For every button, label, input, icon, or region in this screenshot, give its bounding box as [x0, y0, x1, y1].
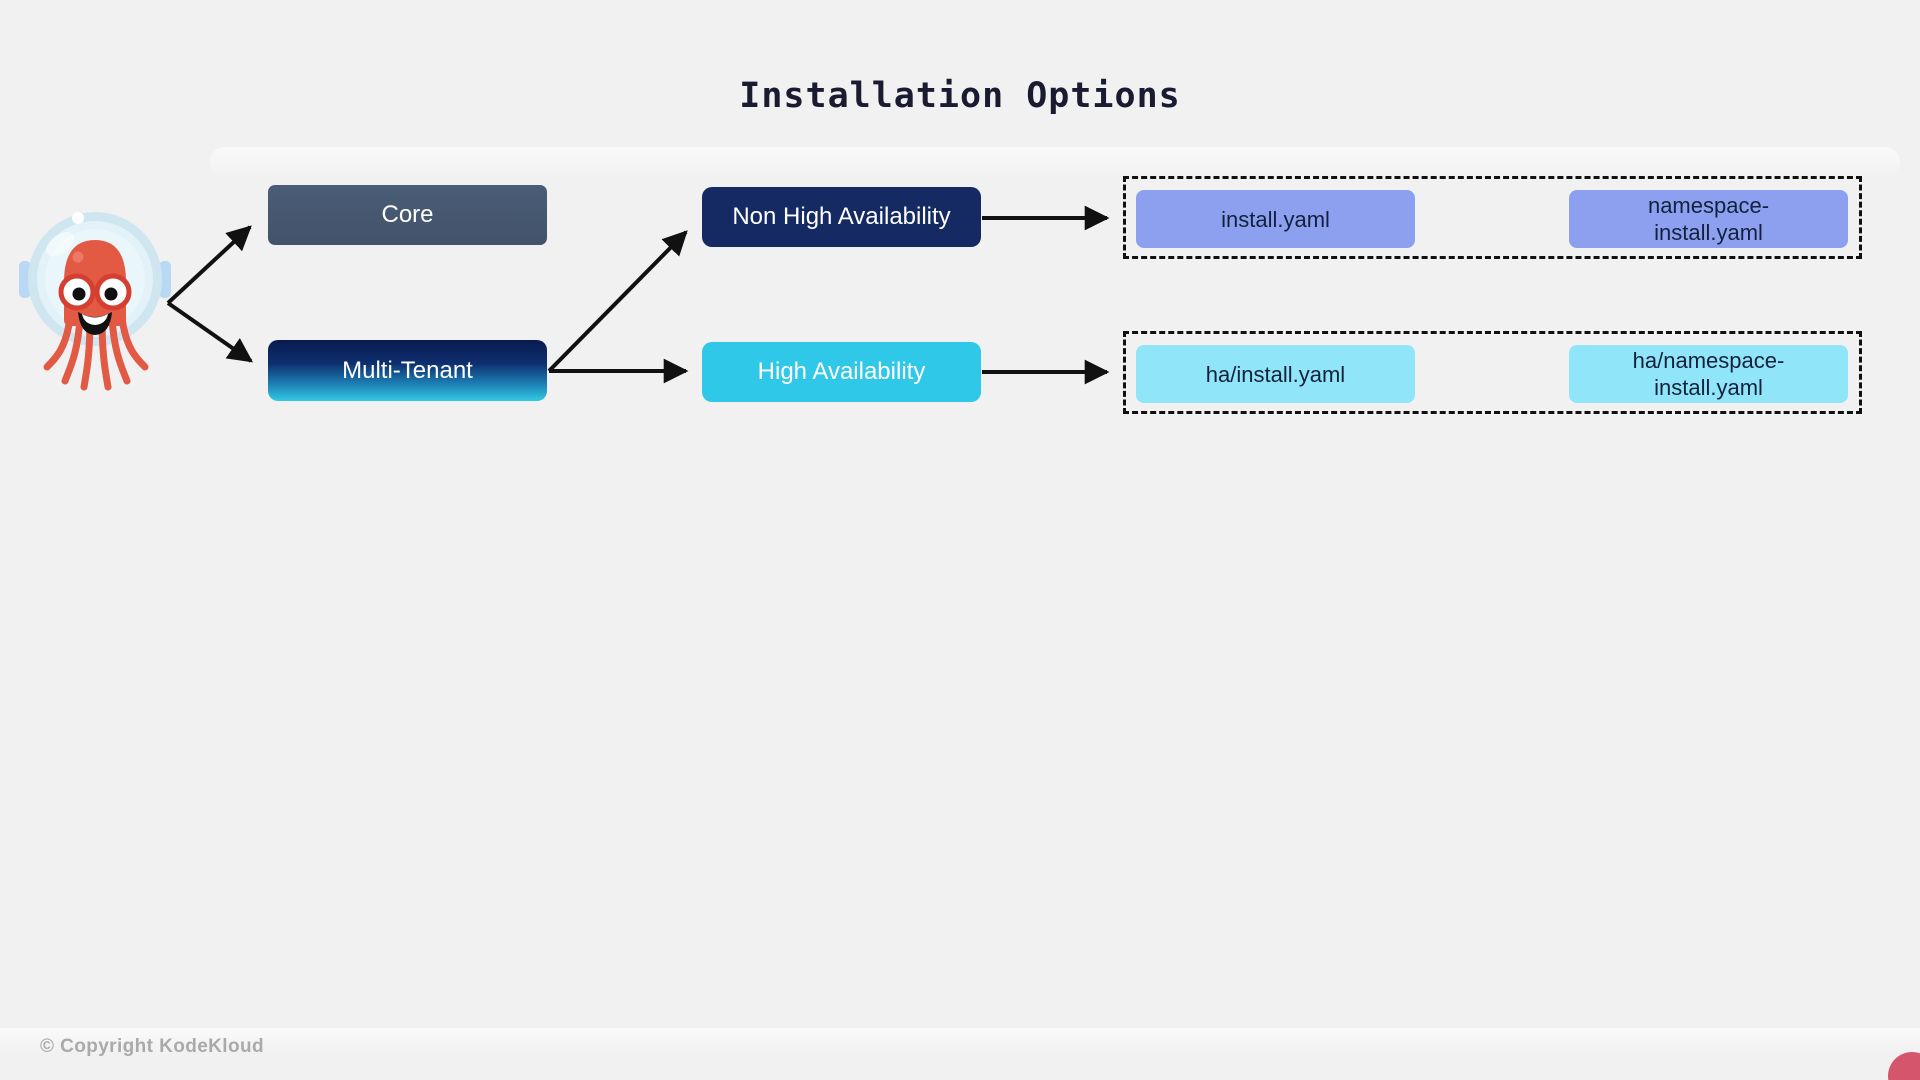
- node-namespace-install-yaml: namespace- install.yaml: [1569, 190, 1848, 248]
- node-ha-namespace-install-yaml: ha/namespace- install.yaml: [1569, 345, 1848, 403]
- node-ha-namespace-install-yaml-line2: install.yaml: [1654, 375, 1763, 400]
- node-core-label: Core: [381, 201, 434, 228]
- node-install-yaml: install.yaml: [1136, 190, 1415, 248]
- node-ha-install-yaml: ha/install.yaml: [1136, 345, 1415, 403]
- non-ha-manifests-group: install.yaml namespace- install.yaml: [1123, 176, 1862, 259]
- node-non-high-availability-label: Non High Availability: [732, 203, 951, 230]
- copyright-text: © Copyright KodeKloud: [40, 1036, 264, 1057]
- background-bottom-band: [0, 1028, 1920, 1054]
- octopus-icon: [19, 212, 171, 391]
- node-ha-install-yaml-label: ha/install.yaml: [1205, 361, 1346, 387]
- argo-octopus-mascot: [18, 200, 178, 400]
- node-ha-namespace-install-yaml-line1: ha/namespace-: [1632, 348, 1785, 373]
- arrow-mascot-to-multi-tenant: [166, 301, 254, 363]
- node-install-yaml-label: install.yaml: [1221, 206, 1330, 232]
- arrow-mascot-to-core: [166, 225, 252, 305]
- background-shine-band: [210, 147, 1900, 177]
- node-multi-tenant-label: Multi-Tenant: [342, 356, 473, 384]
- node-multi-tenant: Multi-Tenant: [268, 340, 547, 401]
- node-high-availability-label: High Availability: [757, 358, 926, 385]
- node-core: Core: [268, 185, 547, 245]
- node-namespace-install-yaml-line1: namespace-: [1647, 193, 1770, 218]
- node-namespace-install-yaml-line2: install.yaml: [1654, 220, 1763, 245]
- arrow-multi-tenant-to-non-ha: [547, 230, 688, 373]
- node-high-availability: High Availability: [702, 342, 981, 402]
- ha-manifests-group: ha/install.yaml ha/namespace- install.ya…: [1123, 331, 1862, 414]
- page-title: Installation Options: [739, 76, 1181, 116]
- node-non-high-availability: Non High Availability: [702, 187, 981, 247]
- corner-red-dot: [1888, 1052, 1920, 1080]
